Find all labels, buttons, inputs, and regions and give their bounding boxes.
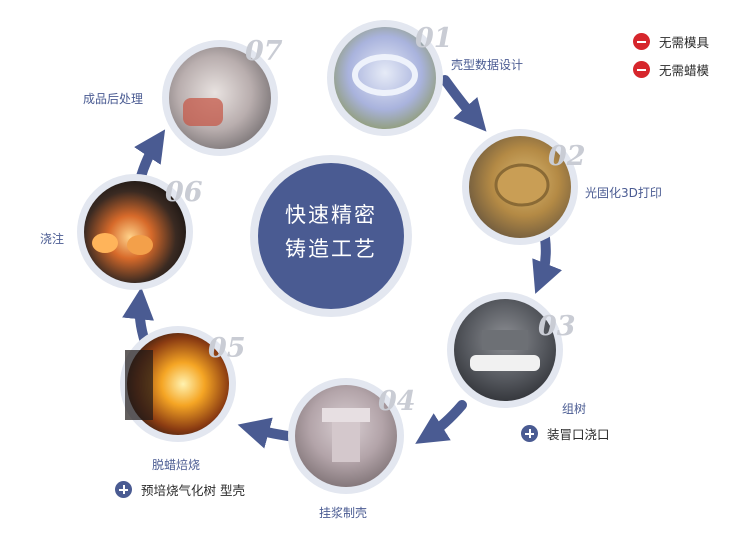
step-06-number: 06 (165, 177, 203, 208)
step-03-extra-label: 装冒口浇口 (547, 427, 610, 442)
step-05-extra-label: 预培烧气化树 型壳 (141, 483, 245, 498)
step-01-label: 壳型数据设计 (451, 58, 524, 72)
step-07-label: 成品后处理 (83, 92, 144, 106)
center-title-line2: 铸造工艺 (285, 237, 377, 261)
step-05-node: 05 (120, 326, 246, 442)
legend-item-no-wax: 无需蜡模 (633, 60, 709, 79)
plus-icon (521, 425, 538, 442)
minus-icon (633, 33, 650, 50)
step-04-label: 挂浆制壳 (319, 506, 368, 520)
minus-icon (633, 61, 650, 78)
step-05-extra: 预培烧气化树 型壳 (115, 480, 245, 499)
center-title-line1: 快速精密 (285, 203, 377, 227)
step-01-photo (334, 27, 436, 129)
step-02-node: 02 (462, 129, 586, 245)
step-05-number: 05 (208, 333, 246, 364)
legend-label: 无需蜡模 (659, 63, 710, 78)
step-06-label: 浇注 (40, 232, 65, 246)
step-07-node: 07 (162, 36, 283, 156)
arrow-02-03 (532, 233, 562, 294)
step-02-label: 光固化3D打印 (585, 186, 662, 200)
step-01-node: 01 (327, 20, 453, 136)
step-01-number: 01 (415, 23, 453, 54)
step-02-number: 02 (548, 141, 586, 172)
step-07-number: 07 (245, 36, 283, 67)
step-03-label: 组树 (562, 402, 587, 416)
step-04-node: 04 (288, 378, 416, 494)
center-title: 快速精密 铸造工艺 (252, 198, 410, 266)
step-03-node: 03 (447, 292, 576, 408)
legend-label: 无需模具 (659, 35, 710, 50)
arrow-01-02 (440, 75, 487, 132)
plus-icon (115, 481, 132, 498)
legend-item-no-mold: 无需模具 (633, 32, 709, 51)
step-03-extra: 装冒口浇口 (521, 424, 610, 443)
step-05-label: 脱蜡焙烧 (152, 458, 201, 472)
step-04-number: 04 (378, 386, 416, 417)
arrow-03-04 (415, 400, 467, 444)
arrow-06-07 (134, 129, 166, 185)
step-06-photo (84, 181, 186, 283)
step-06-node: 06 (77, 174, 203, 290)
step-03-number: 03 (538, 311, 576, 342)
arrow-05-06 (122, 287, 155, 347)
center-circle (258, 163, 404, 309)
